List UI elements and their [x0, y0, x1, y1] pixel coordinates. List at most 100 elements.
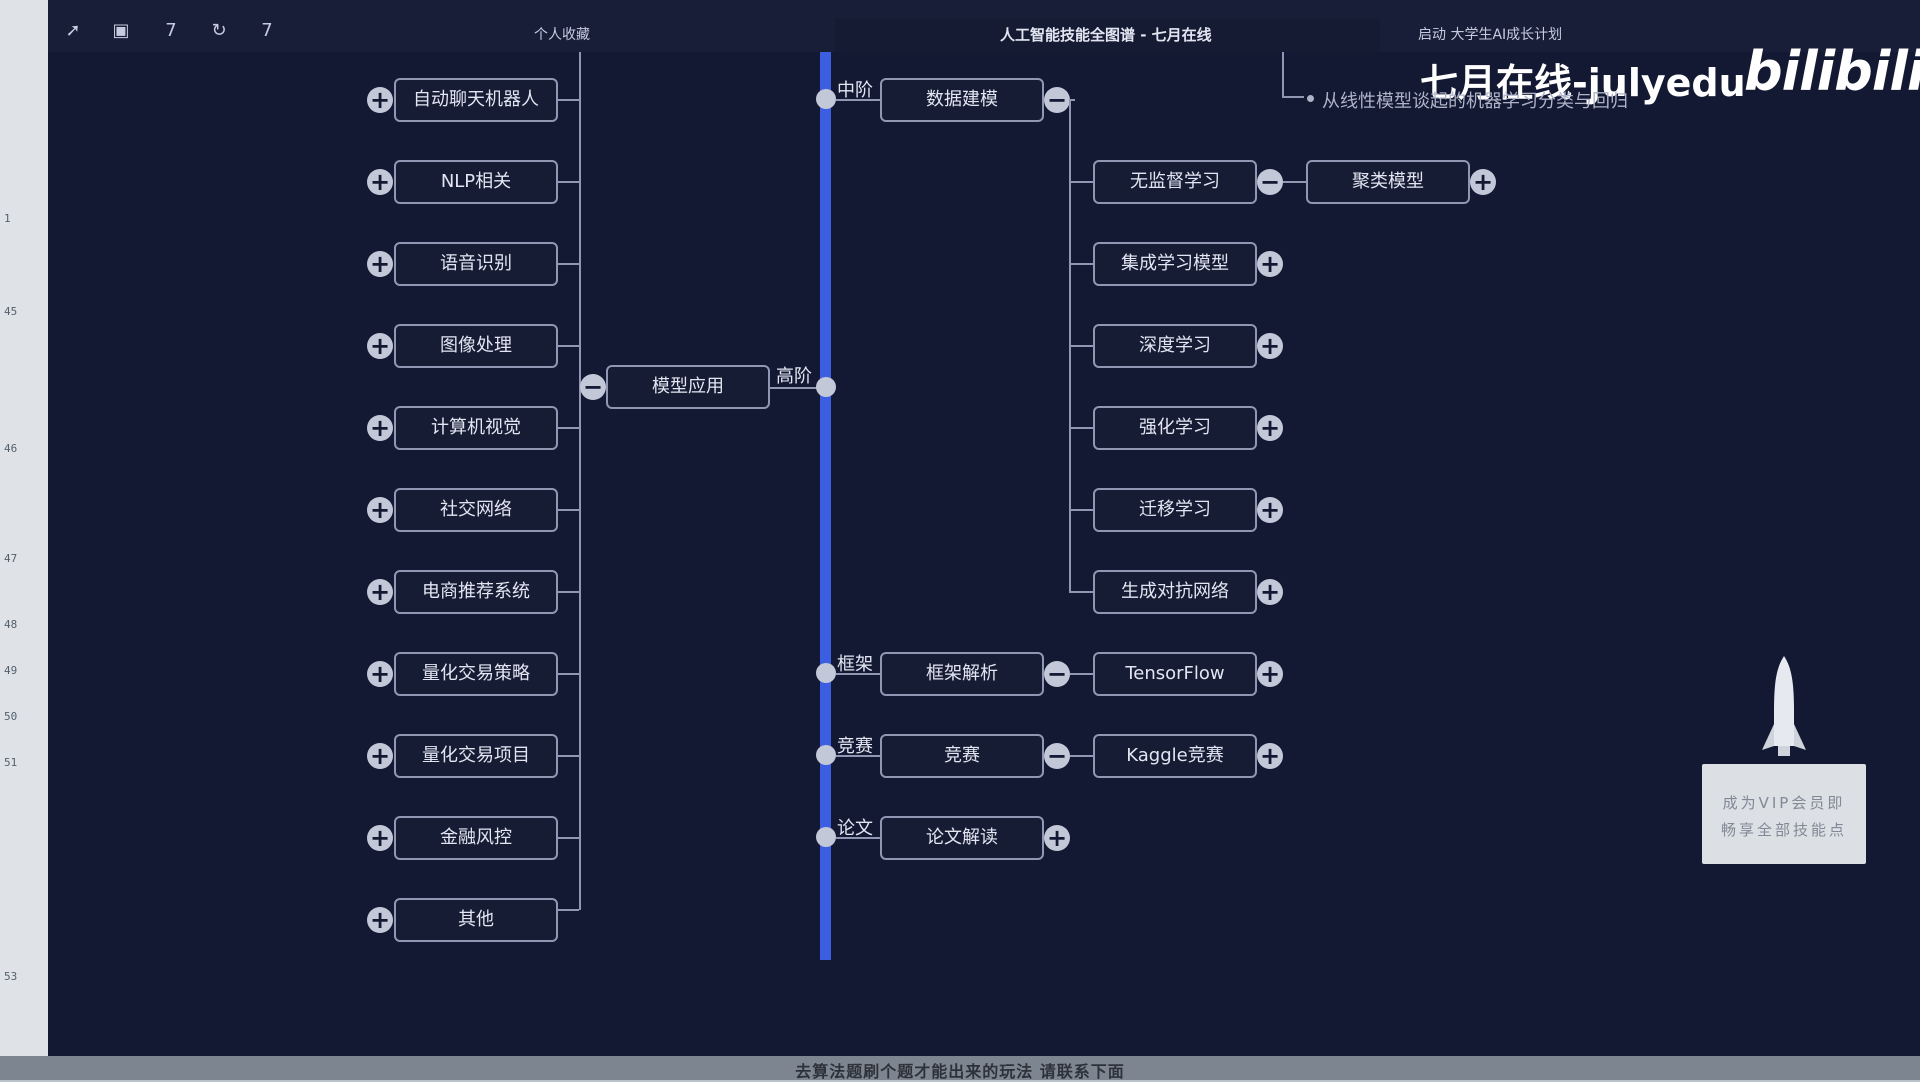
video-subtitle: 去算法题刷个题才能出来的玩法 请联系下面 — [795, 1062, 1125, 1081]
framework-analysis-node[interactable]: 框架解析 — [880, 652, 1044, 696]
left-node[interactable]: 计算机视觉 — [394, 406, 558, 450]
connector — [1069, 181, 1093, 183]
expand-plus-icon[interactable]: + — [1470, 169, 1496, 195]
expand-plus-icon[interactable]: + — [367, 251, 393, 277]
connector — [836, 673, 881, 675]
expand-plus-icon[interactable]: + — [367, 333, 393, 359]
collections-label[interactable]: 个人收藏 — [534, 27, 590, 43]
left-node[interactable]: 金融风控 — [394, 816, 558, 860]
model-application-node[interactable]: 模型应用 — [606, 365, 770, 409]
right-node[interactable]: 生成对抗网络 — [1093, 570, 1257, 614]
competition-node[interactable]: 竞赛 — [880, 734, 1044, 778]
connector — [556, 837, 579, 839]
vip-promo-card[interactable]: 成为VIP会员即 畅享全部技能点 — [1702, 764, 1866, 864]
spine-node-dot[interactable] — [816, 745, 836, 765]
spine-node-dot[interactable] — [816, 377, 836, 397]
ruler-mark: 53 — [4, 970, 18, 983]
left-node[interactable]: 自动聊天机器人 — [394, 78, 558, 122]
connector — [556, 909, 579, 911]
expand-plus-icon[interactable]: + — [367, 169, 393, 195]
right-node[interactable]: 深度学习 — [1093, 324, 1257, 368]
ruler-mark: 45 — [4, 305, 18, 318]
right-node[interactable]: 强化学习 — [1093, 406, 1257, 450]
connector — [556, 427, 579, 429]
collapse-minus-icon[interactable]: − — [1044, 87, 1070, 113]
tensorflow-node[interactable]: TensorFlow — [1093, 652, 1257, 696]
left-node[interactable]: NLP相关 — [394, 160, 558, 204]
ruler-mark: 50 — [4, 710, 18, 723]
document-title: 人工智能技能全图谱 - 七月在线 — [1000, 26, 1212, 44]
expand-plus-icon[interactable]: + — [367, 497, 393, 523]
timeline-spine — [820, 52, 831, 960]
connector — [836, 837, 881, 839]
connector — [556, 755, 579, 757]
expand-plus-icon[interactable]: + — [367, 825, 393, 851]
expand-plus-icon[interactable]: + — [1257, 579, 1283, 605]
clustering-model-node[interactable]: 聚类模型 — [1306, 160, 1470, 204]
right-node[interactable]: 无监督学习 — [1093, 160, 1257, 204]
bullet-icon — [1307, 95, 1314, 102]
left-node[interactable]: 其他 — [394, 898, 558, 942]
expand-plus-icon[interactable]: + — [367, 661, 393, 687]
connector — [1070, 673, 1093, 675]
right-node[interactable]: 迁移学习 — [1093, 488, 1257, 532]
level-label-mid: 中阶 — [837, 80, 873, 101]
left-node[interactable]: 语音识别 — [394, 242, 558, 286]
bottom-bar — [0, 1056, 1920, 1080]
collapse-minus-icon[interactable]: − — [1044, 743, 1070, 769]
map-icon[interactable]: ▣ — [112, 20, 130, 41]
promo-line-2: 畅享全部技能点 — [1720, 821, 1847, 839]
connector — [556, 509, 579, 511]
left-node[interactable]: 电商推荐系统 — [394, 570, 558, 614]
expand-plus-icon[interactable]: + — [1257, 251, 1283, 277]
title-panel: 人工智能技能全图谱 - 七月在线 — [835, 18, 1380, 52]
expand-plus-icon[interactable]: + — [367, 87, 393, 113]
connector — [556, 263, 579, 265]
collapse-minus-icon[interactable]: − — [1044, 661, 1070, 687]
connector — [579, 52, 581, 910]
collapse-minus-icon[interactable]: − — [1257, 169, 1283, 195]
text-icon[interactable]: 7 — [165, 20, 177, 41]
text-icon[interactable]: 7 — [261, 20, 273, 41]
connector — [1069, 263, 1093, 265]
mindmap-canvas — [48, 0, 1920, 1056]
left-node[interactable]: 图像处理 — [394, 324, 558, 368]
left-node[interactable]: 量化交易项目 — [394, 734, 558, 778]
note-text: 从线性模型谈起的机器学习分类与回归 — [1322, 91, 1628, 112]
expand-plus-icon[interactable]: + — [1257, 743, 1283, 769]
expand-plus-icon[interactable]: + — [1044, 825, 1070, 851]
connector — [1282, 52, 1284, 96]
connector — [836, 755, 881, 757]
left-node[interactable]: 社交网络 — [394, 488, 558, 532]
kaggle-node[interactable]: Kaggle竞赛 — [1093, 734, 1257, 778]
ruler-mark: 48 — [4, 618, 18, 631]
brand-watermark: 七月在线-julyedu — [1420, 61, 1746, 105]
expand-plus-icon[interactable]: + — [367, 579, 393, 605]
connector — [556, 181, 579, 183]
expand-plus-icon[interactable]: + — [367, 415, 393, 441]
expand-plus-icon[interactable]: + — [367, 907, 393, 933]
level-label-paper: 论文 — [837, 818, 873, 839]
promo-line-1: 成为VIP会员即 — [1722, 794, 1846, 812]
expand-plus-icon[interactable]: + — [1257, 497, 1283, 523]
data-modeling-node[interactable]: 数据建模 — [880, 78, 1044, 122]
expand-plus-icon[interactable]: + — [1257, 415, 1283, 441]
level-label-framework: 框架 — [837, 654, 873, 675]
connector — [1069, 591, 1093, 593]
collapse-minus-icon[interactable]: − — [580, 374, 606, 400]
spine-node-dot[interactable] — [816, 89, 836, 109]
expand-plus-icon[interactable]: + — [1257, 333, 1283, 359]
expand-plus-icon[interactable]: + — [367, 743, 393, 769]
ruler-mark: 1 — [4, 212, 11, 225]
expand-plus-icon[interactable]: + — [1257, 661, 1283, 687]
loop-icon[interactable]: ↻ — [211, 20, 227, 41]
ruler-mark: 51 — [4, 756, 18, 769]
paper-reading-node[interactable]: 论文解读 — [880, 816, 1044, 860]
right-node[interactable]: 集成学习模型 — [1093, 242, 1257, 286]
left-node[interactable]: 量化交易策略 — [394, 652, 558, 696]
cursor-icon[interactable]: ➚ — [65, 20, 81, 41]
spine-node-dot[interactable] — [816, 663, 836, 683]
right-label[interactable]: 启动 大学生AI成长计划 — [1418, 27, 1563, 43]
spine-node-dot[interactable] — [816, 827, 836, 847]
connector — [1282, 96, 1304, 98]
